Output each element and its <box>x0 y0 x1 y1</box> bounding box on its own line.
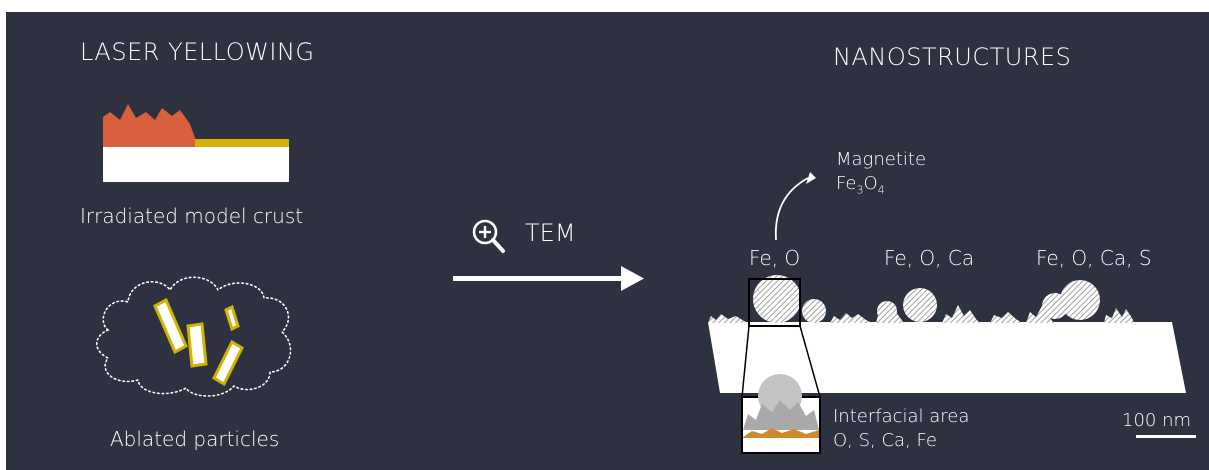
particle-1 <box>155 300 186 352</box>
left-title: LASER YELLOWING <box>80 38 315 66</box>
crust-label: Irradiated model crust <box>80 204 303 228</box>
crust-substrate <box>103 147 289 182</box>
composition-label-3: Fe, O, Ca, S <box>1036 246 1152 270</box>
composition-label-2: Fe, O, Ca <box>884 246 974 270</box>
right-title: NANOSTRUCTURES <box>833 43 1071 71</box>
particle-2 <box>188 324 206 366</box>
tem-label: TEM <box>525 219 576 247</box>
particle-3 <box>226 307 238 329</box>
scale-bar-label: 100 nm <box>1122 410 1191 431</box>
inset-label-2: O, S, Ca, Fe <box>833 429 937 453</box>
composition-label-1: Fe, O <box>749 246 800 270</box>
ablated-particles-illustration <box>97 277 291 396</box>
particles-label: Ablated particles <box>110 427 279 451</box>
annotation-formula: Fe3O4 <box>836 172 885 203</box>
crust-layer <box>103 104 195 147</box>
process-arrow <box>453 266 644 291</box>
curved-arrow <box>776 172 816 240</box>
surface-nanostructures <box>708 275 1134 323</box>
scale-bar <box>1136 435 1196 438</box>
model-crust-illustration <box>103 104 289 182</box>
zoom-in-icon <box>474 221 503 251</box>
annotation-magnetite: Magnetite <box>836 148 926 172</box>
yellow-layer <box>193 139 289 147</box>
inset-label-1: Interfacial area <box>833 405 969 429</box>
particle-4 <box>214 342 242 384</box>
